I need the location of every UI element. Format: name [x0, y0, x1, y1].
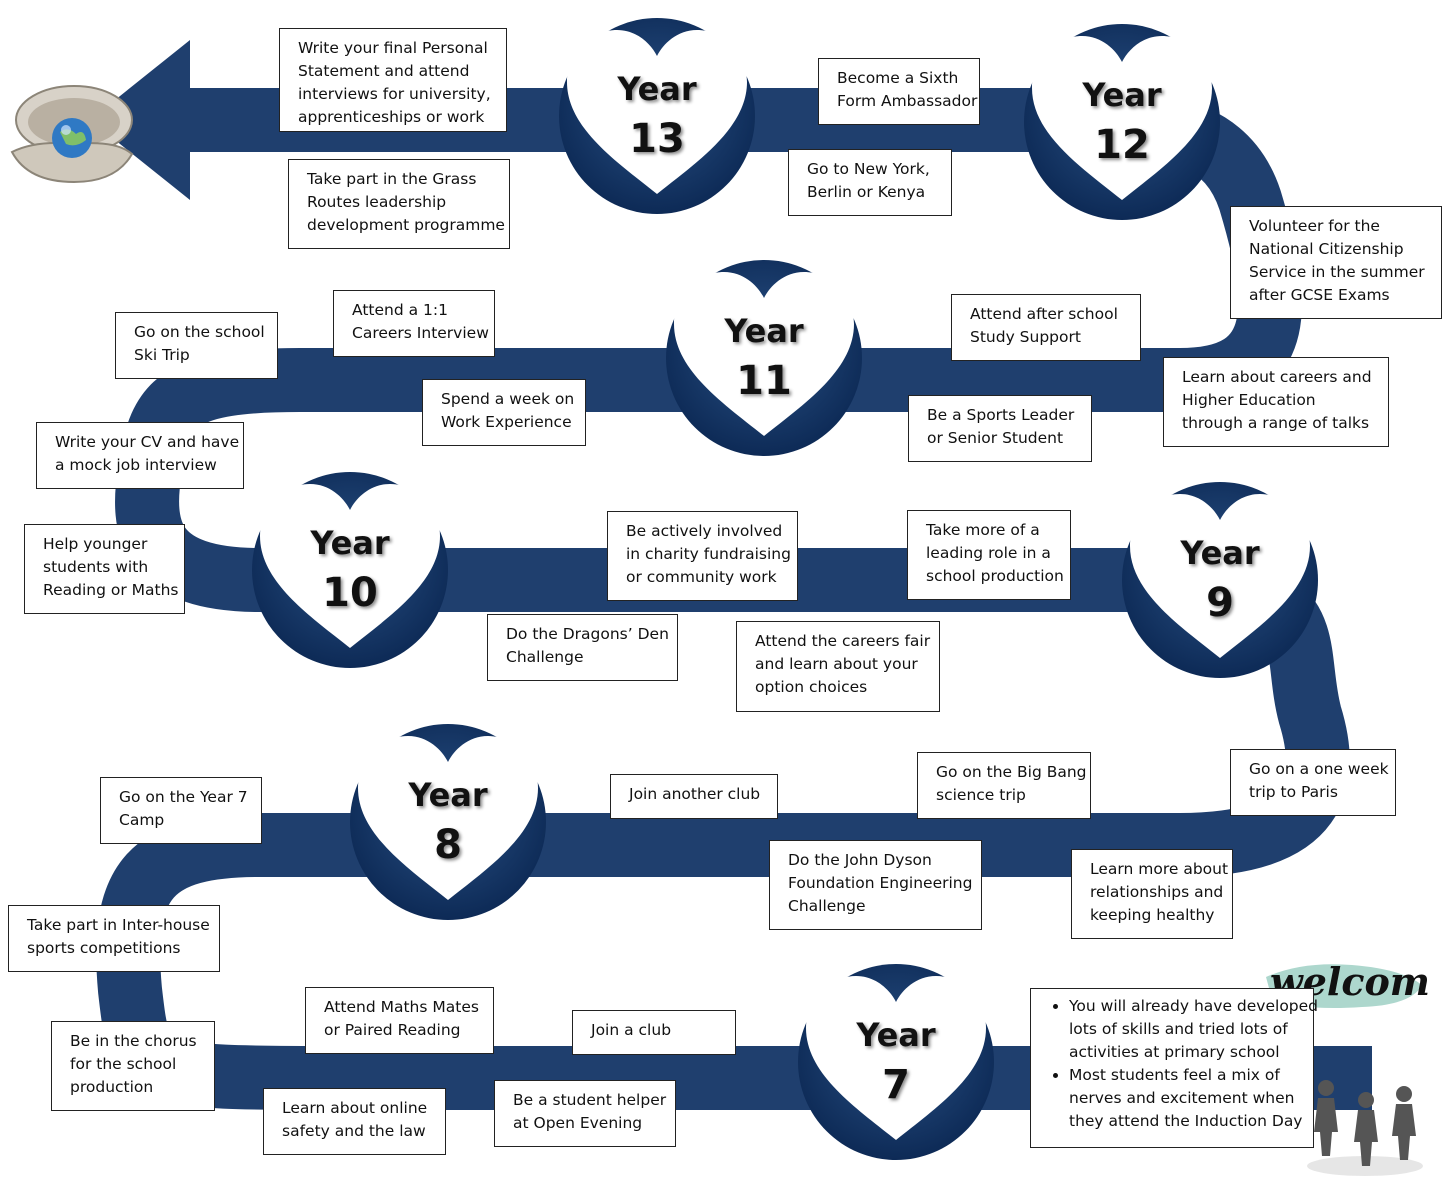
year-9-heart: Year 9 [1120, 480, 1320, 680]
activity-new-york: Go to New York,Berlin or Kenya [788, 149, 952, 216]
year-7-heart: Year 7 [796, 962, 996, 1162]
year-11-heart: Year 11 [664, 258, 864, 458]
year-number: 8 [434, 822, 462, 868]
year-10-heart: Year 10 [250, 470, 450, 670]
intro-bullets: You will already have developed lots of … [1030, 988, 1318, 1148]
students-walking-icon [1307, 1080, 1423, 1176]
year-number: 7 [882, 1062, 910, 1108]
year-12-heart: Year 12 [1022, 22, 1222, 222]
intro-bullet: Most students feel a mix of nerves and e… [1069, 1064, 1305, 1133]
year-number: 9 [1206, 580, 1234, 626]
activity-another-club: Join another club [610, 774, 778, 819]
year-label: Year [1082, 76, 1162, 114]
year-label: Year [617, 70, 697, 108]
year-label: Year [408, 776, 488, 814]
year-number: 13 [629, 116, 685, 162]
activity-join-club: Join a club [572, 1010, 736, 1055]
arrow-head [90, 40, 190, 200]
year-number: 11 [736, 358, 792, 404]
year-label: Year [310, 524, 390, 562]
intro-bullet: You will already have developed lots of … [1069, 995, 1318, 1064]
year-label: Year [724, 312, 804, 350]
year-8-heart: Year 8 [348, 722, 548, 922]
year-label: Year [1180, 534, 1260, 572]
year-13-heart: Year 13 [557, 16, 757, 216]
oyster-globe-icon [10, 85, 134, 184]
year-number: 12 [1094, 122, 1150, 168]
year-label: Year [856, 1016, 936, 1054]
year-number: 10 [322, 570, 378, 616]
